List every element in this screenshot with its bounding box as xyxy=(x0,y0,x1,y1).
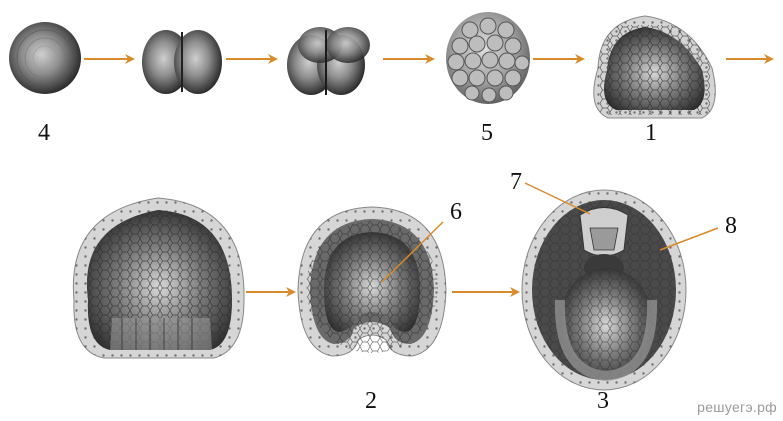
two-cell-stage xyxy=(142,30,222,94)
label-4: 4 xyxy=(38,120,50,146)
label-5: 5 xyxy=(481,120,493,146)
watermark: решуегэ.рф xyxy=(697,399,777,415)
label-6: 6 xyxy=(450,199,462,225)
neurula xyxy=(521,189,687,391)
four-cell-stage xyxy=(287,27,370,95)
label-3: 3 xyxy=(597,388,609,414)
leader-lines xyxy=(381,182,719,283)
blastula xyxy=(593,15,716,119)
morula xyxy=(446,12,530,104)
early-gastrula xyxy=(72,197,245,359)
gastrula xyxy=(297,206,447,357)
label-8: 8 xyxy=(725,213,737,239)
label-7: 7 xyxy=(510,169,522,195)
zygote xyxy=(9,22,81,94)
label-2: 2 xyxy=(365,388,377,414)
label-1: 1 xyxy=(645,120,657,146)
